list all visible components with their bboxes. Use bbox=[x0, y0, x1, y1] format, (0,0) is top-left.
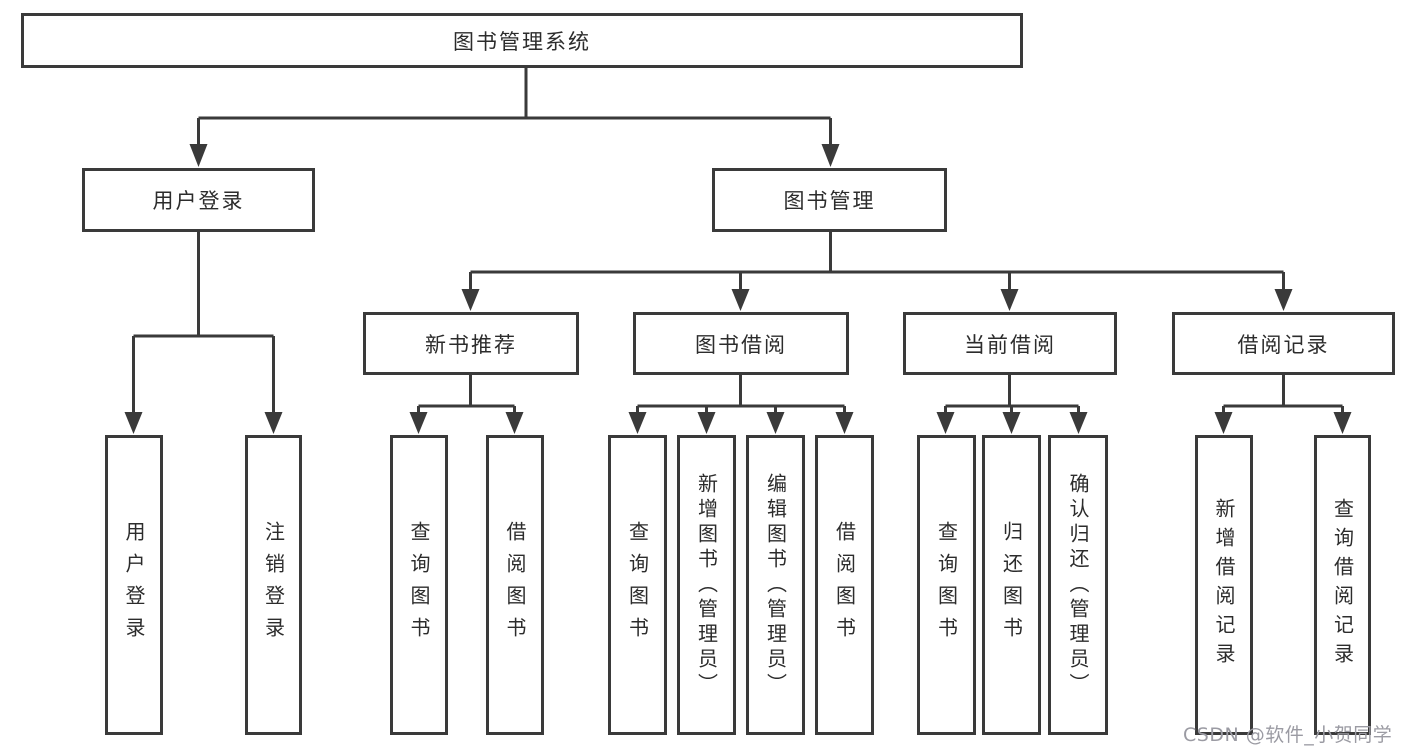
node-label: 借阅记录 bbox=[1237, 332, 1330, 357]
leaf-add-books-admin: 新增图书（管理员） bbox=[677, 435, 736, 735]
node-label: 当前借阅 bbox=[964, 332, 1056, 357]
leaf-add-borrow-record: 新增借阅记录 bbox=[1195, 435, 1253, 735]
node-label: 编辑图书（管理员） bbox=[763, 472, 788, 698]
node-label: 归还图书 bbox=[999, 521, 1024, 649]
leaf-query-borrow-record: 查询借阅记录 bbox=[1314, 435, 1371, 735]
node-label: 查询借阅记录 bbox=[1330, 498, 1355, 672]
leaf-logout: 注销登录 bbox=[245, 435, 302, 735]
leaf-return-books: 归还图书 bbox=[982, 435, 1041, 735]
leaf-query-books-recommend: 查询图书 bbox=[390, 435, 448, 735]
node-label: 新增借阅记录 bbox=[1212, 498, 1236, 672]
node-label: 图书管理系统 bbox=[453, 29, 591, 54]
node-label: 注销登录 bbox=[261, 521, 286, 649]
node-label: 借阅图书 bbox=[832, 521, 857, 649]
node-current-borrowing: 当前借阅 bbox=[903, 312, 1117, 375]
node-label: 查询图书 bbox=[625, 521, 650, 649]
leaf-query-books-borrowing: 查询图书 bbox=[608, 435, 667, 735]
leaf-borrow-books: 借阅图书 bbox=[815, 435, 874, 735]
node-label: 借阅图书 bbox=[503, 521, 527, 649]
node-label: 图书管理 bbox=[783, 189, 876, 213]
leaf-confirm-return-admin: 确认归还（管理员） bbox=[1048, 435, 1108, 735]
leaf-user-login: 用户登录 bbox=[105, 435, 163, 735]
node-label: 新增图书（管理员） bbox=[694, 472, 719, 698]
node-label: 用户登录 bbox=[152, 189, 245, 213]
node-library-management-system: 图书管理系统 bbox=[21, 13, 1023, 68]
node-label: 新书推荐 bbox=[425, 332, 517, 357]
leaf-edit-books-admin: 编辑图书（管理员） bbox=[746, 435, 805, 735]
node-new-book-recommend: 新书推荐 bbox=[363, 312, 579, 375]
node-label: 用户登录 bbox=[122, 521, 146, 649]
leaf-query-books-current: 查询图书 bbox=[917, 435, 976, 735]
node-label: 查询图书 bbox=[934, 521, 959, 649]
node-book-borrowing: 图书借阅 bbox=[633, 312, 849, 375]
node-label: 查询图书 bbox=[407, 521, 431, 649]
node-book-management: 图书管理 bbox=[712, 168, 947, 232]
node-user-login: 用户登录 bbox=[82, 168, 315, 232]
leaf-borrow-books-recommend: 借阅图书 bbox=[486, 435, 544, 735]
watermark: CSDN @软件_小贺同学 bbox=[1183, 724, 1393, 746]
node-label: 确认归还（管理员） bbox=[1066, 472, 1090, 698]
node-label: 图书借阅 bbox=[695, 332, 787, 357]
node-borrowing-records: 借阅记录 bbox=[1172, 312, 1395, 375]
